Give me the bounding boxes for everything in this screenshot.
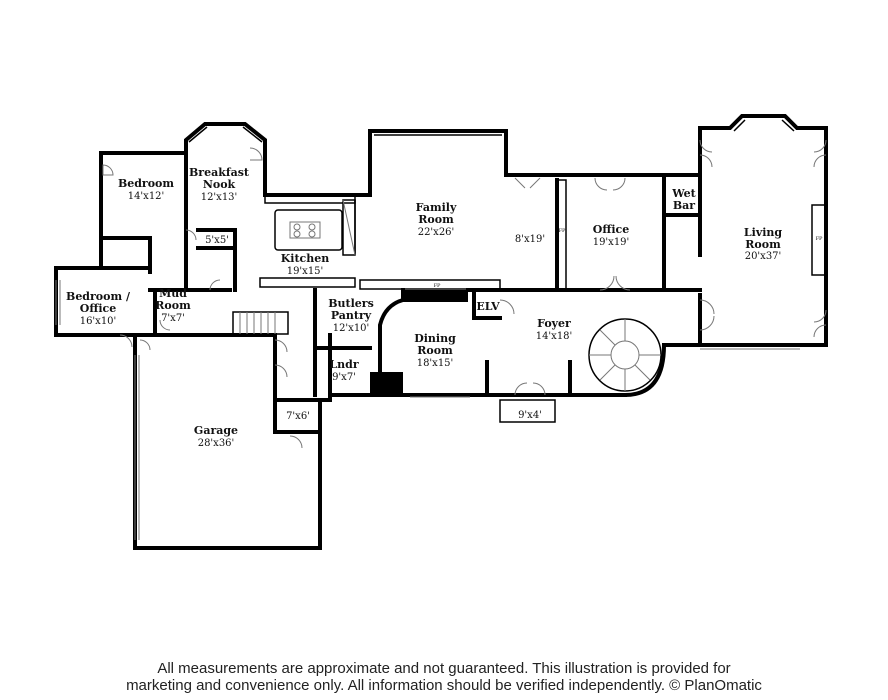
laundry-dims: 9'x7' xyxy=(332,372,356,383)
living-name-2: Room xyxy=(745,238,781,251)
room-labels: Bedroom 14'x12' Breakfast Nook 12'x13' 5… xyxy=(66,166,782,449)
windows xyxy=(55,280,800,540)
wetbar-name-2: Bar xyxy=(673,199,695,212)
closet-5x5-dims: 5'x5' xyxy=(205,235,229,246)
bed-office-dims: 16'x10' xyxy=(80,316,117,327)
laundry-name: Lndr xyxy=(329,358,358,371)
fireplace-label-office: FP xyxy=(559,228,566,234)
office-name: Office xyxy=(593,223,630,236)
bedroom-name: Bedroom xyxy=(118,177,174,190)
kitchen-fixtures xyxy=(259,194,356,288)
bedroom-dims: 14'x12' xyxy=(128,191,165,202)
mudroom-dims: 7'x7' xyxy=(161,313,185,324)
kitchen-name: Kitchen xyxy=(281,252,330,265)
bed-office-name-2: Office xyxy=(80,302,117,315)
doors xyxy=(102,139,827,449)
disclaimer: All measurements are approximate and not… xyxy=(0,660,888,694)
fireplace-label-living: FP xyxy=(816,236,823,242)
fireplaces: FP FP FP xyxy=(359,179,827,291)
butlers-name-1: Butlers xyxy=(328,297,374,310)
interior-walls xyxy=(101,151,702,397)
fireplace-label-family: FP xyxy=(434,283,441,289)
dining-name-1: Dining xyxy=(414,332,456,345)
foyer-name: Foyer xyxy=(537,317,571,330)
breakfast-name-1: Breakfast xyxy=(189,166,250,179)
butlers-name-2: Pantry xyxy=(331,309,372,322)
disclaimer-line-2: marketing and convenience only. All info… xyxy=(126,677,762,694)
family-name-2: Room xyxy=(418,213,454,226)
disclaimer-line-1: All measurements are approximate and not… xyxy=(157,660,731,677)
closet-7x6-dims: 7'x6' xyxy=(286,411,310,422)
breakfast-name-2: Nook xyxy=(203,178,236,191)
hall-8x19-dims: 8'x19' xyxy=(515,234,545,245)
dining-name-2: Room xyxy=(417,344,453,357)
butlers-dims: 12'x10' xyxy=(333,323,370,334)
elevator-name: ELV xyxy=(476,300,500,313)
stairs xyxy=(232,311,662,392)
mudroom-name-1: Mud xyxy=(159,287,187,300)
front-porch xyxy=(499,399,556,423)
family-name-1: Family xyxy=(416,201,457,214)
foyer-dims: 14'x18' xyxy=(536,331,573,342)
garage-name: Garage xyxy=(194,424,238,437)
office-dims: 19'x19' xyxy=(593,237,630,248)
living-name-1: Living xyxy=(744,226,782,239)
porch-9x4-dims: 9'x4' xyxy=(518,410,542,421)
living-dims: 20'x37' xyxy=(745,251,782,262)
breakfast-dims: 12'x13' xyxy=(201,192,238,203)
kitchen-dims: 19'x15' xyxy=(287,266,324,277)
wetbar-name-1: Wet xyxy=(671,187,696,200)
bed-office-name-1: Bedroom / xyxy=(66,290,131,303)
mudroom-name-2: Room xyxy=(155,299,191,312)
dining-dims: 18'x15' xyxy=(417,358,454,369)
family-dims: 22'x26' xyxy=(418,227,455,238)
garage-dims: 28'x36' xyxy=(198,438,235,449)
